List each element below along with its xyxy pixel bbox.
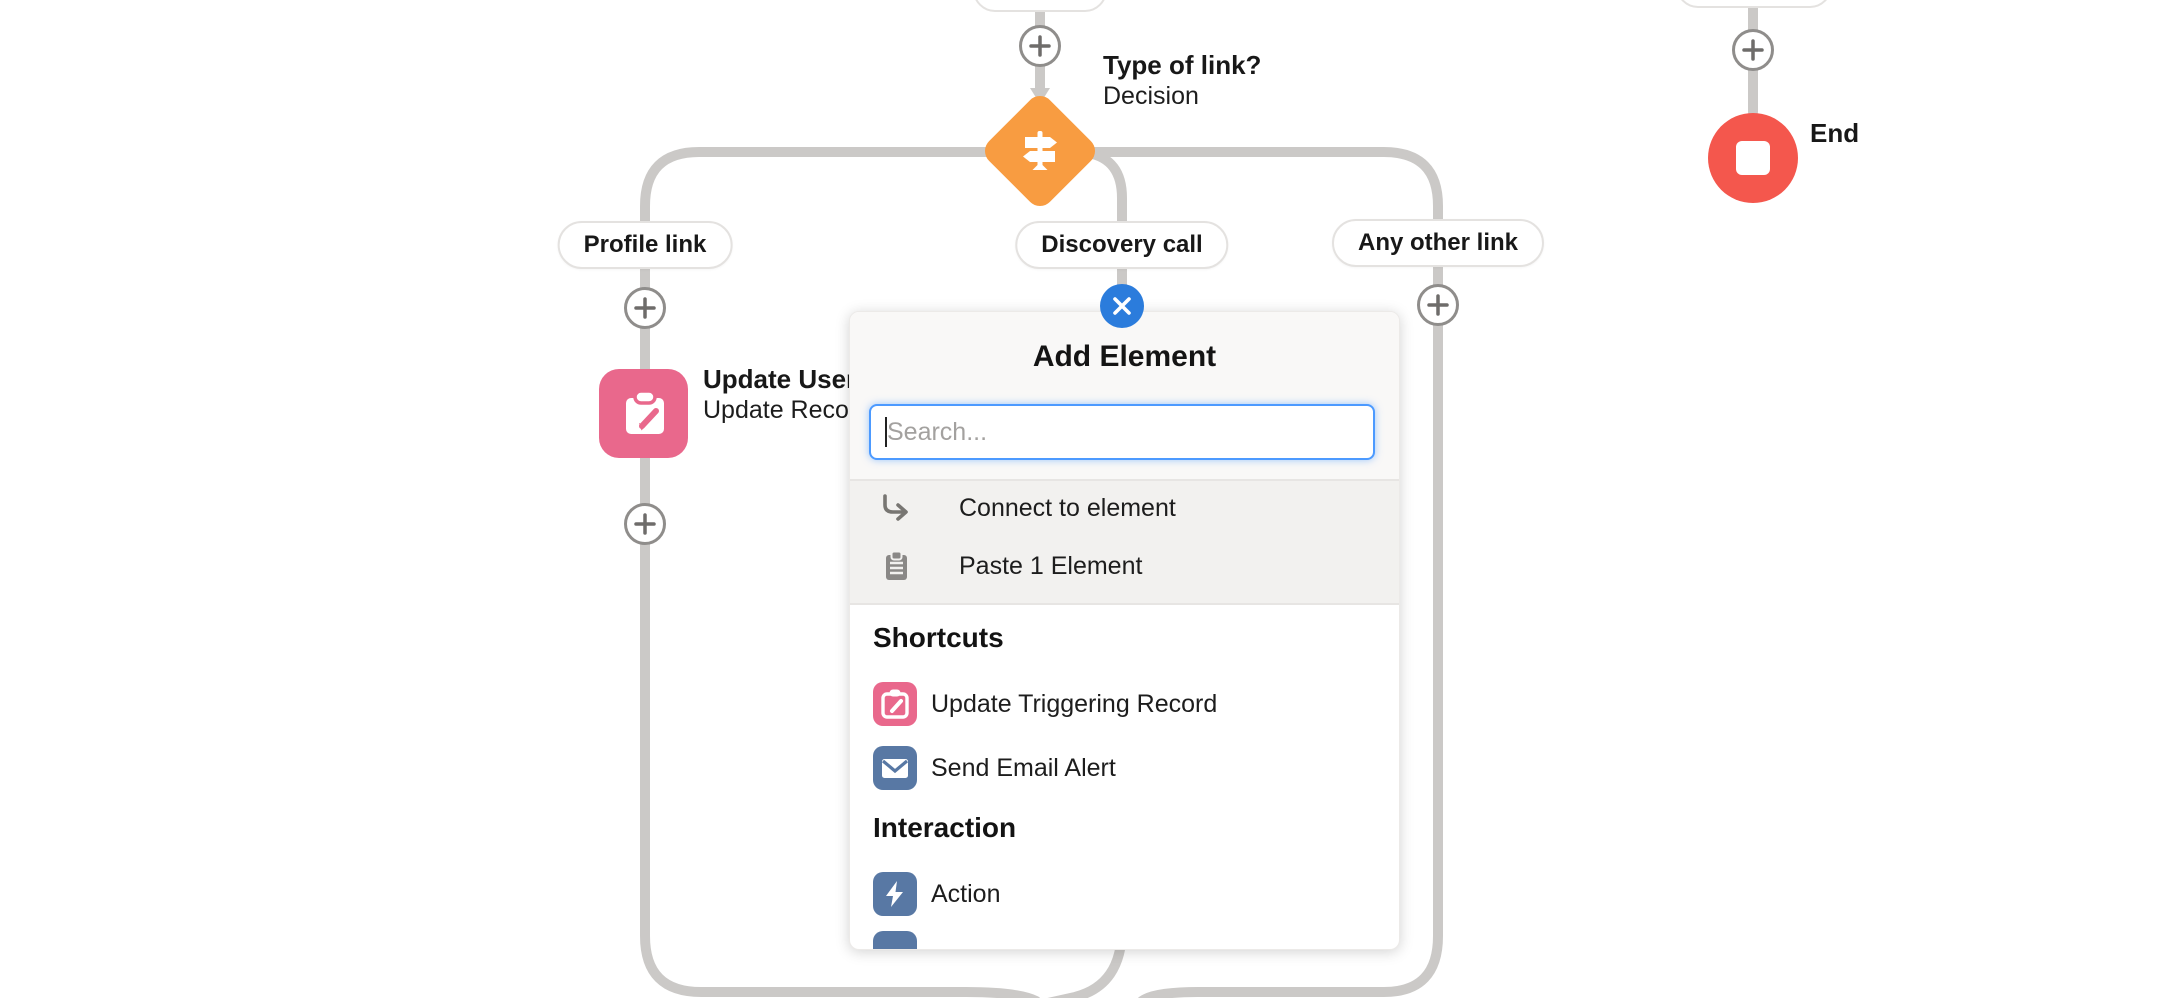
clipboard-pencil-icon bbox=[625, 388, 664, 434]
branch-badge-profile-link[interactable]: Profile link bbox=[557, 221, 733, 269]
paste-element-row[interactable]: Paste 1 Element bbox=[850, 537, 1399, 595]
close-popup-button[interactable] bbox=[1100, 284, 1144, 328]
paste-clipboard-icon bbox=[879, 549, 913, 583]
section-heading-shortcuts: Shortcuts bbox=[873, 622, 1004, 653]
close-icon bbox=[1113, 297, 1131, 315]
search-input[interactable] bbox=[869, 404, 1375, 460]
plus-icon bbox=[1427, 294, 1449, 316]
update-user-node[interactable] bbox=[599, 369, 688, 458]
popup-title: Add Element bbox=[1032, 340, 1217, 373]
lightning-icon bbox=[873, 872, 917, 916]
update-user-title: Update User bbox=[703, 364, 857, 394]
menu-item-send-email-alert[interactable]: Send Email Alert bbox=[850, 746, 1399, 790]
connector-right-branch bbox=[1080, 147, 1443, 998]
section-heading-interaction: Interaction bbox=[873, 812, 1017, 843]
menu-item-label: Send Email Alert bbox=[931, 753, 1116, 782]
add-element-button-trunk[interactable] bbox=[1019, 25, 1061, 67]
menu-item-label: Action bbox=[931, 879, 1001, 908]
connector-left-branch bbox=[640, 147, 1040, 998]
connect-arrow-icon bbox=[879, 491, 913, 525]
end-top-badge-sliver bbox=[1676, 0, 1832, 8]
partial-element-icon bbox=[873, 931, 917, 949]
add-element-button-left-top[interactable] bbox=[624, 287, 666, 329]
quick-action-label: Paste 1 Element bbox=[959, 551, 1143, 580]
plus-icon bbox=[1029, 35, 1051, 57]
trunk-top-badge-sliver bbox=[973, 0, 1107, 12]
end-node[interactable] bbox=[1708, 113, 1798, 203]
branch-badge-discovery-call[interactable]: Discovery call bbox=[1015, 221, 1229, 269]
text-caret bbox=[885, 417, 887, 447]
add-element-button-right[interactable] bbox=[1417, 284, 1459, 326]
decision-title: Type of link? bbox=[1103, 50, 1262, 80]
add-element-button-end-trunk[interactable] bbox=[1732, 29, 1774, 71]
quick-actions-band bbox=[850, 479, 1399, 605]
connect-to-element-row[interactable]: Connect to element bbox=[850, 479, 1399, 537]
add-element-popup: Add Element Connect to element bbox=[849, 311, 1400, 950]
plus-icon bbox=[1742, 39, 1764, 61]
quick-action-label: Connect to element bbox=[959, 493, 1176, 522]
menu-item-label: Update Triggering Record bbox=[931, 689, 1218, 718]
plus-icon bbox=[634, 513, 656, 535]
update-record-icon bbox=[873, 682, 917, 726]
branch-badge-any-other-link[interactable]: Any other link bbox=[1331, 219, 1545, 267]
add-element-button-left-bottom[interactable] bbox=[624, 503, 666, 545]
menu-item-update-triggering-record[interactable]: Update Triggering Record bbox=[850, 682, 1399, 726]
email-icon bbox=[873, 746, 917, 790]
stop-icon bbox=[1736, 141, 1770, 175]
menu-item-action[interactable]: Action bbox=[850, 872, 1399, 916]
update-user-subtitle: Update Recor bbox=[703, 396, 858, 424]
plus-icon bbox=[634, 297, 656, 319]
search-field-wrap bbox=[869, 404, 1375, 460]
signpost-icon bbox=[1023, 131, 1057, 170]
end-label: End bbox=[1810, 118, 1860, 148]
decision-type-label: Decision bbox=[1103, 82, 1199, 110]
